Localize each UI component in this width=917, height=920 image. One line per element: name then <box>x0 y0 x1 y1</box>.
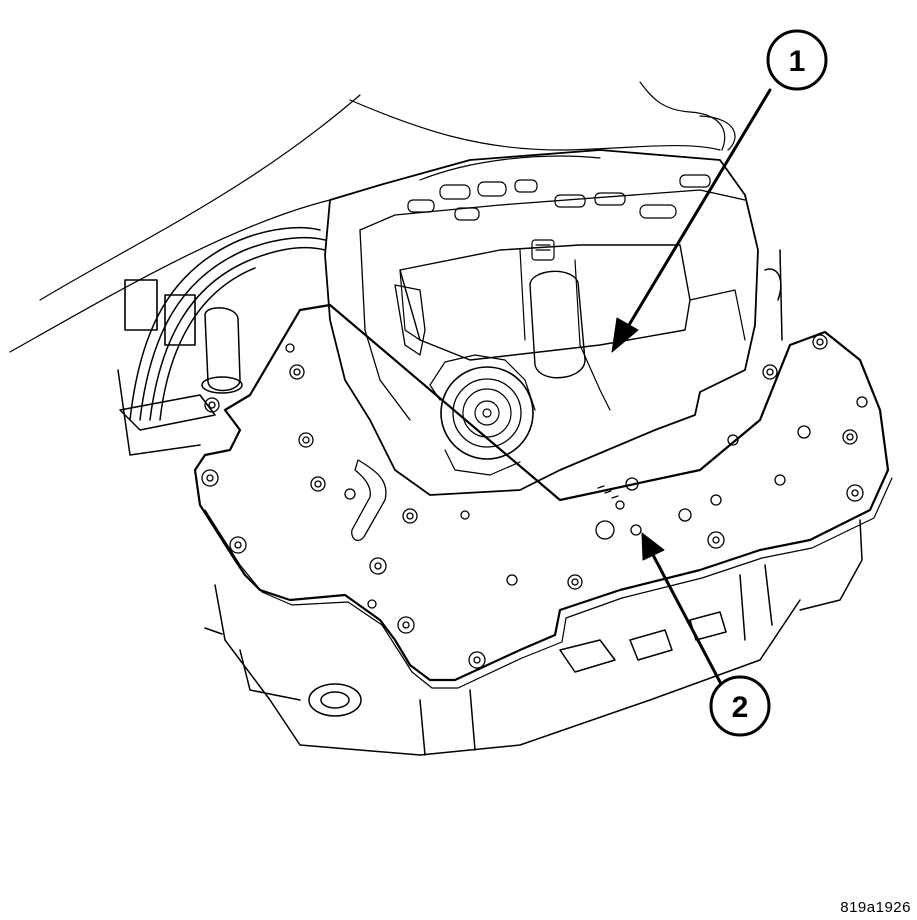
solenoid-pressure-switch-assembly <box>324 149 759 496</box>
transfer-plate <box>193 303 893 689</box>
lower-valve-body-casting <box>204 249 863 756</box>
callout-1 <box>611 29 828 353</box>
callout-2-label: 2 <box>732 691 749 724</box>
callout-2 <box>641 532 771 737</box>
transmission-case-outline <box>9 81 736 353</box>
wiring-harness <box>117 226 326 456</box>
figure-id: 819a1926 <box>840 899 911 916</box>
callout-1-label: 1 <box>789 45 806 78</box>
